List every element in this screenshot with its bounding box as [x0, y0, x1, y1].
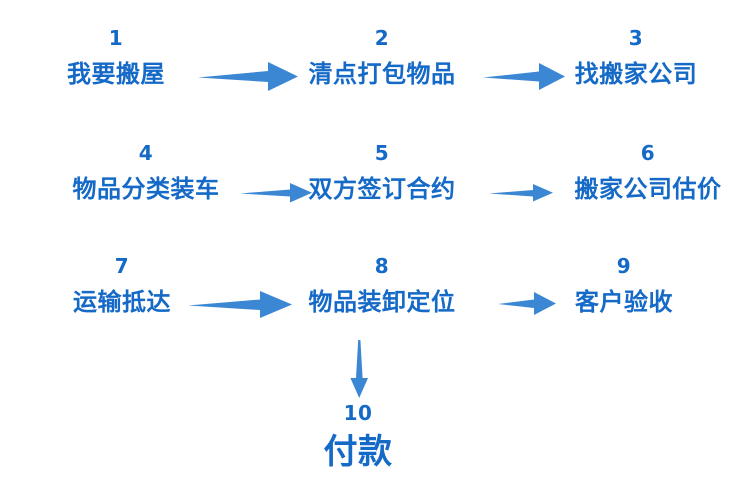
- step-number-6: 6: [640, 141, 656, 165]
- step-node-8[interactable]: 8 物品装卸定位: [298, 256, 466, 314]
- step-node-4[interactable]: 4 物品分类装车: [62, 143, 230, 201]
- step-node-5[interactable]: 5 双方签订合约: [298, 143, 466, 201]
- step-number-8: 8: [374, 254, 390, 278]
- step-label-1: 我要搬屋: [67, 60, 165, 88]
- step-label-3: 找搬家公司: [574, 60, 698, 88]
- step-node-10[interactable]: 10 付款: [298, 403, 418, 469]
- step-node-2[interactable]: 2 清点打包物品: [298, 28, 466, 86]
- step-number-7: 7: [114, 254, 130, 278]
- arrow-7-to-8-icon: [186, 289, 294, 321]
- step-number-2: 2: [374, 26, 390, 50]
- arrow-8-to-9-icon: [496, 290, 558, 318]
- step-node-7[interactable]: 7 运输抵达: [62, 256, 182, 314]
- step-label-2: 清点打包物品: [308, 60, 456, 88]
- step-label-9: 客户验收: [575, 288, 673, 316]
- step-number-3: 3: [628, 26, 644, 50]
- step-number-10: 10: [343, 401, 373, 425]
- step-node-3[interactable]: 3 找搬家公司: [564, 28, 708, 86]
- step-label-6: 搬家公司估价: [574, 175, 722, 203]
- step-number-4: 4: [138, 141, 154, 165]
- step-node-6[interactable]: 6 搬家公司估价: [564, 143, 732, 201]
- step-number-1: 1: [108, 26, 124, 50]
- arrow-5-to-6-icon: [487, 182, 555, 204]
- step-label-8: 物品装卸定位: [308, 288, 456, 316]
- step-node-1[interactable]: 1 我要搬屋: [62, 28, 170, 86]
- step-label-7: 运输抵达: [73, 288, 171, 316]
- step-number-5: 5: [374, 141, 390, 165]
- step-number-9: 9: [616, 254, 632, 278]
- step-node-9[interactable]: 9 客户验收: [564, 256, 684, 314]
- arrow-4-to-5-icon: [238, 181, 314, 205]
- arrow-1-to-2-icon: [196, 60, 300, 94]
- step-label-10: 付款: [323, 432, 393, 472]
- arrow-2-to-3-icon: [481, 60, 567, 94]
- step-label-5: 双方签订合约: [308, 175, 456, 203]
- arrow-8-to-10-icon: [344, 338, 374, 400]
- step-label-4: 物品分类装车: [72, 175, 220, 203]
